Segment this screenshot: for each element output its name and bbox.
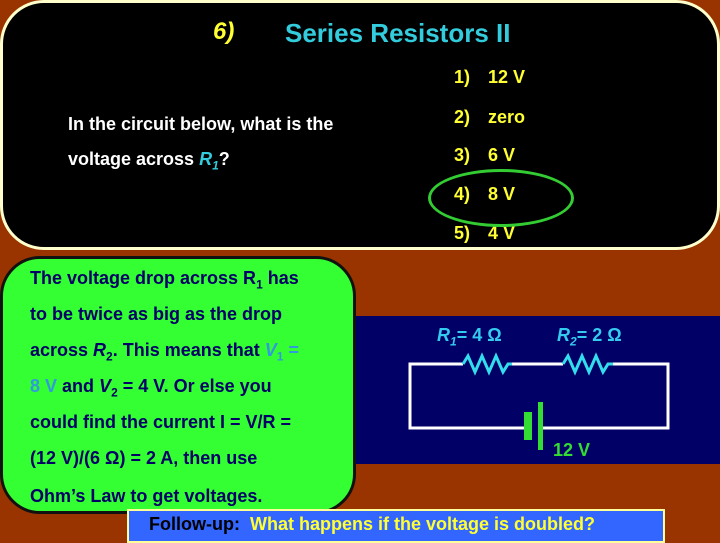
followup-banner: Follow-up: What happens if the voltage i… (127, 509, 665, 543)
question-var: R1 (199, 149, 219, 173)
resistor-r2 (561, 352, 613, 376)
correct-answer-circle (428, 169, 574, 227)
explanation-line-2: to be twice as big as the drop (30, 304, 283, 324)
slide-title: Series Resistors II (285, 18, 511, 48)
question-number: 6) (213, 18, 235, 45)
r2-label: R2= 2 Ω (557, 325, 622, 349)
question-text: voltage across (68, 149, 200, 169)
battery-short-plate (524, 412, 532, 440)
question-panel (0, 0, 720, 250)
question-line-2: voltage across R1? (68, 149, 230, 173)
question-line-1: In the circuit below, what is the (68, 114, 334, 134)
answer-1[interactable]: 1)12 V (454, 67, 526, 87)
explanation-line-5: could find the current I = V/R = (30, 412, 292, 432)
battery-label: 12 V (553, 440, 591, 460)
circuit-wire (408, 362, 670, 430)
question-suffix: ? (218, 149, 230, 169)
explanation-line-6: (12 V)/(6 Ω) = 2 A, then use (30, 448, 258, 468)
explanation-line-1: The voltage drop across R1 has (30, 268, 299, 292)
answer-3[interactable]: 3)6 V (454, 145, 516, 165)
r1-label: R1= 4 Ω (437, 325, 502, 349)
answer-2[interactable]: 2)zero (454, 107, 526, 127)
followup-label: Follow-up: (149, 514, 240, 534)
answer-5[interactable]: 5)4 V (454, 223, 516, 243)
explanation-line-7: Ohm’s Law to get voltages. (30, 486, 263, 506)
battery-long-plate (538, 402, 543, 450)
circuit-background (353, 316, 720, 464)
followup-text: What happens if the voltage is doubled? (249, 514, 595, 534)
resistor-r1 (461, 352, 512, 376)
explanation-line-3: across R2. This means that V1 = (30, 340, 299, 364)
explanation-line-4: 8 V and V2 = 4 V. Or else you (30, 376, 272, 400)
